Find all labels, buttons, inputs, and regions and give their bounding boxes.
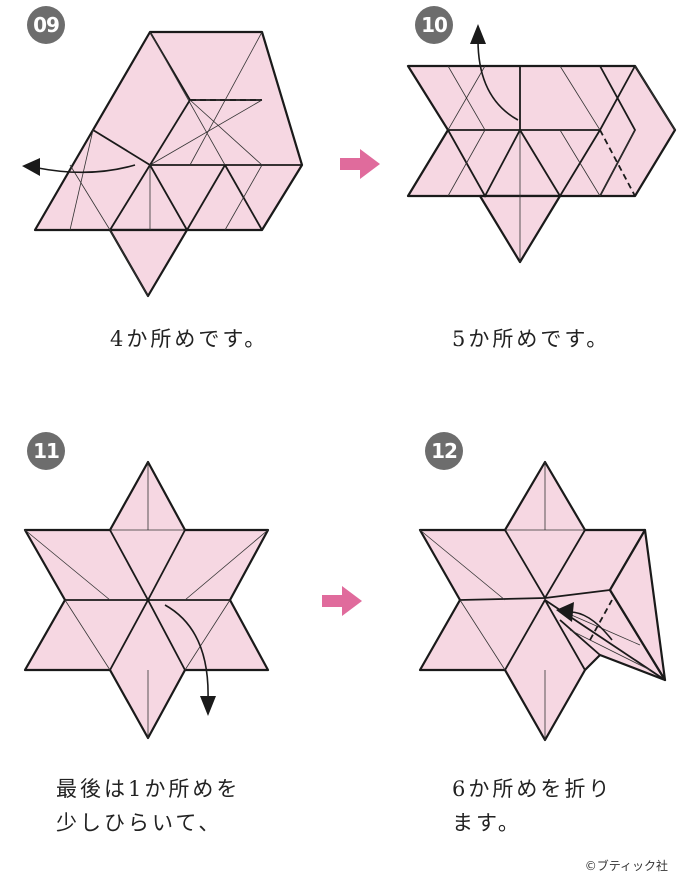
step-09-caption: 4か所めです。 bbox=[110, 327, 269, 351]
origami-model-step-12 bbox=[418, 460, 667, 742]
step-number-badge: 10 bbox=[415, 6, 453, 44]
origami-model-step-09 bbox=[33, 30, 304, 298]
next-arrow-icon bbox=[322, 586, 362, 616]
publisher-credit: ©ブティック社 bbox=[584, 859, 668, 873]
curved-arrow-icon bbox=[164, 604, 216, 716]
step-11-caption-line2: 少しひらいて、 bbox=[56, 811, 223, 835]
curved-arrow-icon bbox=[470, 24, 519, 121]
origami-model-step-11 bbox=[23, 460, 270, 740]
step-10-caption: 5か所めです。 bbox=[452, 327, 611, 351]
step-number-badge: 12 bbox=[425, 432, 463, 470]
curved-arrow-icon bbox=[556, 602, 613, 641]
step-11-caption-line1: 最後は1か所めを bbox=[56, 777, 241, 801]
curved-arrow-icon bbox=[22, 158, 136, 176]
step-12-caption-line1: 6か所めを折り bbox=[452, 777, 613, 801]
step-12-caption-line2: ます。 bbox=[452, 811, 522, 835]
origami-model-step-10 bbox=[406, 64, 677, 264]
step-number-badge: 11 bbox=[27, 432, 65, 470]
next-arrow-icon bbox=[340, 149, 380, 179]
step-number-badge: 09 bbox=[27, 6, 65, 44]
